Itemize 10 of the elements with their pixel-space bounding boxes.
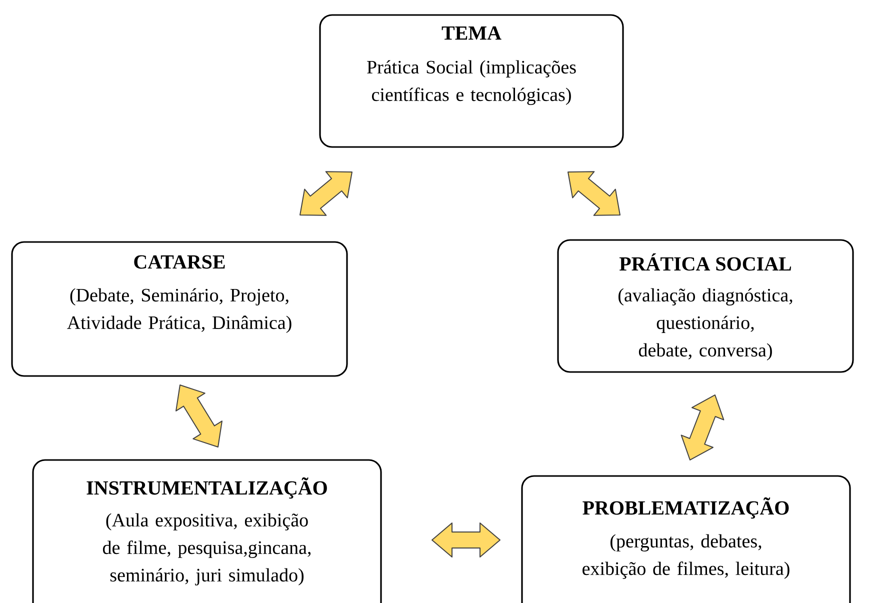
double-arrow: [680, 394, 724, 460]
stage-box: CATARSE (Debate, Seminário, Projeto, Atividade Prática, Dinâmica): [11, 241, 348, 377]
stage-box: INSTRUMENTALIZAÇÃO (Aula expositiva, exibição de filme, pesquisa,gincana, seminário, juri simulado): [32, 459, 382, 603]
double-arrow: [300, 171, 352, 216]
double-arrow: [568, 171, 620, 216]
double-arrow: [432, 522, 500, 558]
stage-box: PROBLEMATIZAÇÃO (perguntas, debates, exibição de filmes, leitura): [521, 475, 851, 603]
double-arrow: [176, 384, 222, 448]
stage-box: TEMA Prática Social (implicações científicas e tecnológicas): [319, 14, 624, 148]
stage-box: PRÁTICA SOCIAL (avaliação diagnóstica, questionário, debate, conversa): [557, 239, 854, 373]
